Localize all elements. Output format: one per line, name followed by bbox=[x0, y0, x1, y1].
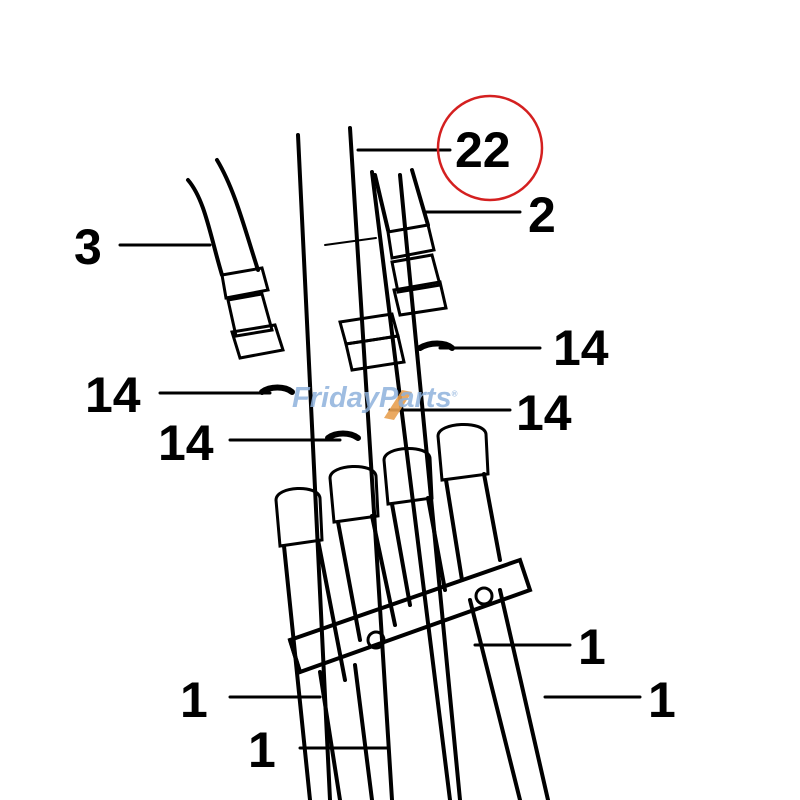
callout-22: 22 bbox=[455, 122, 511, 178]
highlight-circle bbox=[436, 94, 544, 202]
callout-3: 3 bbox=[74, 219, 102, 275]
callout-14-left: 14 bbox=[85, 367, 141, 423]
callout-1-right-lower: 1 bbox=[648, 672, 676, 728]
callout-14-right-top: 14 bbox=[553, 320, 609, 376]
callout-1-left: 1 bbox=[180, 672, 208, 728]
callout-14-right-mid: 14 bbox=[516, 385, 572, 441]
callout-1-bottom: 1 bbox=[248, 722, 276, 778]
callout-14-left-lower: 14 bbox=[158, 415, 214, 471]
watermark-logo: FridayParts® bbox=[292, 382, 457, 415]
callout-1-right-upper: 1 bbox=[578, 619, 606, 675]
watermark-text: FridayParts bbox=[292, 382, 452, 414]
callout-2: 2 bbox=[528, 187, 556, 243]
registered-mark: ® bbox=[451, 389, 458, 399]
